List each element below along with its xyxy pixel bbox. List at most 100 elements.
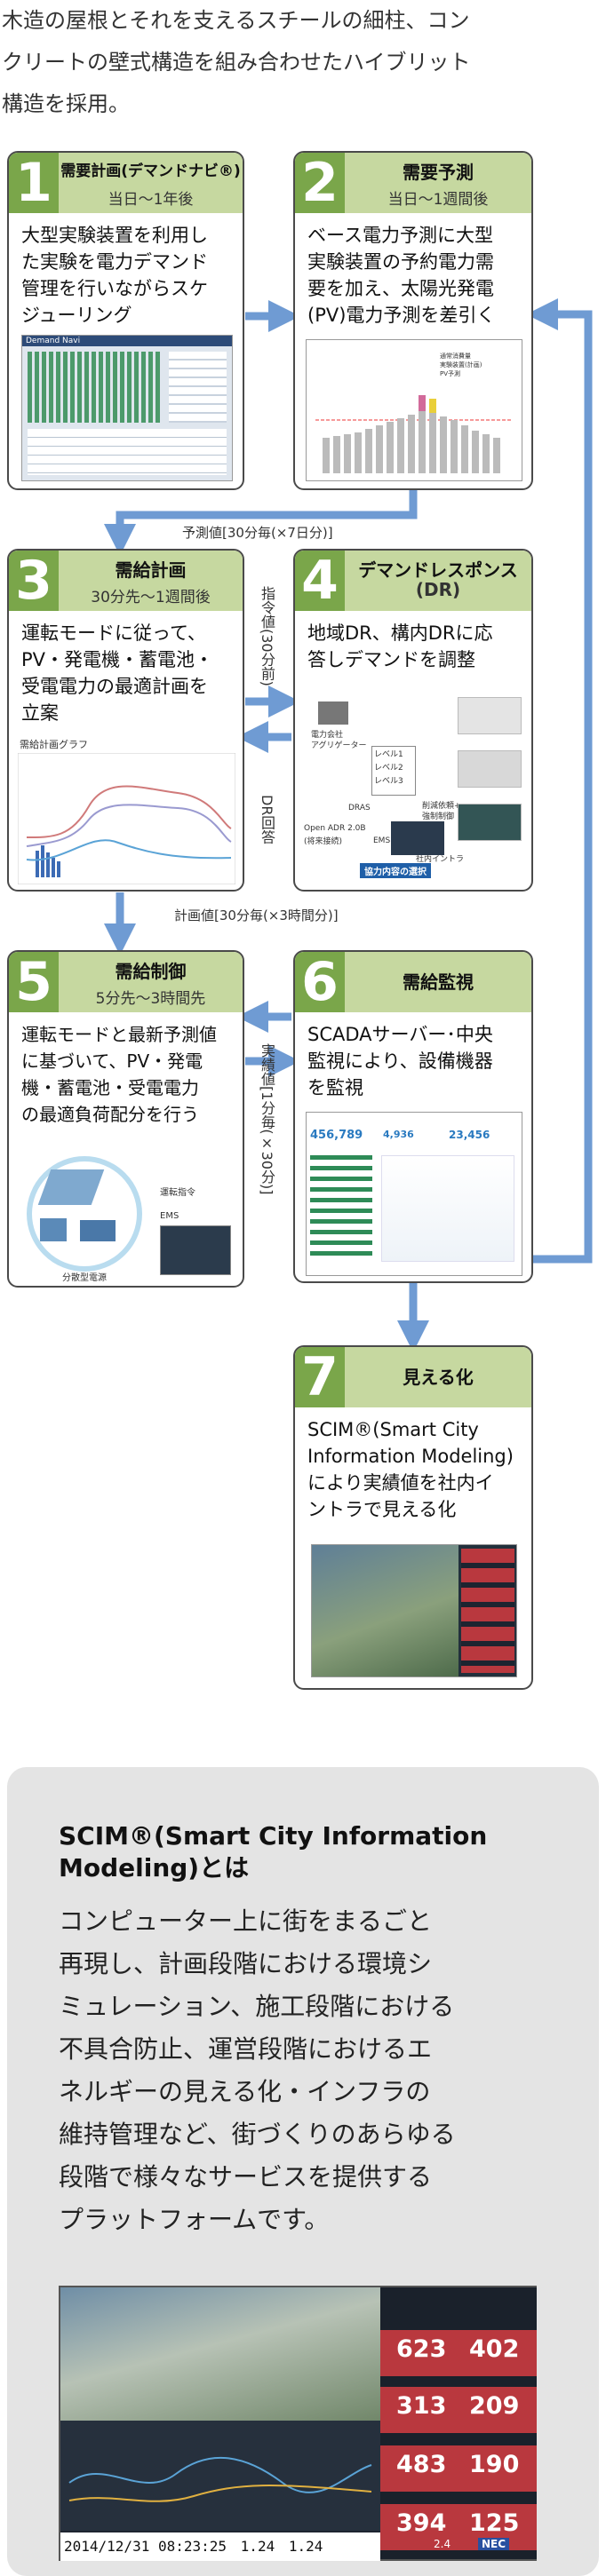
metric-value: 394 xyxy=(396,2509,446,2537)
bar-area xyxy=(28,352,161,423)
metrics-panel xyxy=(461,1549,514,1673)
step-description: SCADAサーバー･中央 監視により、設備機器 を監視 xyxy=(307,1021,521,1101)
scada-screenshot: 456,789 4,936 23,456 xyxy=(306,1112,522,1276)
step-title: 需給制御 xyxy=(59,957,243,983)
status-bars xyxy=(310,1155,372,1262)
desc-line: 実験装置の予約電力需 xyxy=(307,249,521,275)
forecast-chart: 通常消費量 実験装置(計画) PV予測 xyxy=(307,340,522,481)
desc-line: ントラで見える化 xyxy=(307,1496,521,1523)
metric-value: 190 xyxy=(469,2451,519,2478)
diagram-label: (将来接続) xyxy=(304,835,342,846)
trend-area xyxy=(381,1155,514,1262)
desc-line: ベース電力予測に大型 xyxy=(307,222,521,249)
metric-value: 456,789 xyxy=(310,1129,363,1142)
desc-line: た実験を電力デマンド xyxy=(21,249,232,275)
diagram-label: 運転指令 xyxy=(160,1185,195,1198)
desc-line: 立案 xyxy=(21,700,232,726)
step-number: 6 xyxy=(295,952,345,1012)
step-title: 見える化 xyxy=(345,1363,531,1389)
side-table xyxy=(169,352,227,423)
desc-line: 再現し、計画段階における環境シ xyxy=(59,1943,556,1986)
step-title: 需給監視 xyxy=(345,968,531,994)
desc-line: により実績値を社内イ xyxy=(307,1470,521,1496)
screenshot-title: Demand Navi xyxy=(22,336,232,346)
step-4-card: 4 デマンドレスポンス (DR) 地域DR、構内DRに応 答しデマンドを調整 電… xyxy=(293,549,533,892)
desc-line: ジューリング xyxy=(21,302,232,329)
legend-item: 通常消費量 xyxy=(440,352,471,360)
step-title-line2: (DR) xyxy=(345,579,531,600)
graph-lines xyxy=(60,2421,380,2531)
step-title: 需要計画(デマンドナビ®) xyxy=(59,158,243,180)
desc-line: の最適負荷配分を行う xyxy=(21,1101,232,1128)
diagram-label: EMS xyxy=(160,1211,179,1221)
scim-screenshot xyxy=(311,1544,517,1677)
metric-value: 402 xyxy=(469,2335,519,2363)
equipment-photo xyxy=(458,804,522,841)
legend-item: 実験装置(計画) xyxy=(440,361,482,369)
desc-line: 不具合防止、運営段階におけるエ xyxy=(59,2028,556,2071)
level-item: レベル3 xyxy=(374,775,413,789)
aggregator-building-icon xyxy=(318,701,348,725)
metric-value: 4,936 xyxy=(383,1129,414,1140)
forecast-chart-screenshot: 通常消費量 実験装置(計画) PV予測 xyxy=(306,339,522,481)
step-7-card: 7 見える化 SCIM®(Smart City Information Mode… xyxy=(293,1345,533,1690)
status-bar: 2014/12/31 08:23:25 1.24 1.24 xyxy=(60,2532,380,2561)
distributed-power-diagram: 分散型電源 運転指令 EMS xyxy=(27,1147,235,1280)
dr-diagram: 電力会社 アグリゲーター Open ADR 2.0B (将来接続) DRAS E… xyxy=(302,684,526,884)
step-period: 当日〜1年後 xyxy=(59,186,243,209)
level-item: レベル2 xyxy=(374,762,413,775)
step-6-card: 6 需給監視 SCADAサーバー･中央 監視により、設備機器 を監視 456,7… xyxy=(293,950,533,1283)
desc-line: 大型実験装置を利用し xyxy=(21,222,232,249)
step-number: 1 xyxy=(9,153,59,213)
step-description: 運転モードに従って、 PV・発電機・蓄電池・ 受電電力の最適計画を 立案 xyxy=(21,620,232,726)
diagram-label: 強制制御 xyxy=(422,810,454,821)
cooperation-badge: 協力内容の選択 xyxy=(360,863,431,878)
desc-line: に基づいて、PV・発電 xyxy=(21,1048,232,1074)
desc-line: PV・発電機・蓄電池・ xyxy=(21,646,232,673)
plan-label: 計画値[30分毎(×3時間分)] xyxy=(174,906,339,924)
desc-line: 地域DR、構内DRに応 xyxy=(307,620,521,646)
metric-value: 209 xyxy=(469,2392,519,2420)
step-number: 4 xyxy=(295,551,345,611)
step-period: 30分先〜1週間後 xyxy=(59,584,243,606)
diagram-label: アグリゲーター xyxy=(311,739,367,750)
city-3d-view xyxy=(60,2287,380,2421)
metrics-panel: 623 402 313 209 483 190 394 125 xyxy=(380,2287,537,2559)
scim-description: コンピューター上に街をまるごと 再現し、計画段階における環境シ ミュレーション、… xyxy=(59,1900,556,2241)
desc-line: ミュレーション、施工段階における xyxy=(59,1986,556,2028)
desc-line: 運転モードと最新予測値 xyxy=(21,1021,232,1048)
metric-value: 313 xyxy=(396,2392,446,2420)
desc-line: コンピューター上に街をまるごと xyxy=(59,1900,556,1943)
forecast-label: 予測値[30分毎(×7日分)] xyxy=(182,523,333,542)
desc-line: 監視により、設備機器 xyxy=(307,1048,521,1074)
step-description: SCIM®(Smart City Information Modeling) に… xyxy=(307,1416,521,1523)
battery-icon xyxy=(80,1220,116,1241)
desc-line: (PV)電力予測を差引く xyxy=(307,302,521,329)
ems-screen xyxy=(160,1225,231,1275)
level-item: レベル1 xyxy=(374,749,413,762)
desc-line: 答しデマンドを調整 xyxy=(307,646,521,673)
metric-value: 623 xyxy=(396,2335,446,2363)
schedule-grid xyxy=(28,429,227,475)
step-number: 5 xyxy=(9,952,59,1012)
metric-value: 125 xyxy=(469,2509,519,2537)
supply-plan-chart xyxy=(18,753,235,884)
chart-title: 需給計画グラフ xyxy=(20,737,88,751)
step-description: 大型実験装置を利用し た実験を電力デマンド 管理を行いながらスケ ジューリング xyxy=(21,222,232,329)
step-1-card: 1 需要計画(デマンドナビ®) 当日〜1年後 大型実験装置を利用し た実験を電力… xyxy=(7,151,244,490)
metric-value: 23,456 xyxy=(449,1129,490,1141)
scim-dashboard-screenshot: 623 402 313 209 483 190 394 125 2014/12/… xyxy=(59,2286,537,2561)
actual-label: 実績値[1分毎(×30分)] xyxy=(258,1043,275,1195)
desc-line: プラットフォームです。 xyxy=(59,2199,556,2241)
desc-line: 管理を行いながらスケ xyxy=(21,275,232,302)
legend-item: PV予測 xyxy=(440,369,460,377)
step-period: 当日〜1週間後 xyxy=(345,186,531,209)
diagram-label: Open ADR 2.0B xyxy=(304,824,366,833)
nec-logo: NEC xyxy=(478,2538,509,2550)
title-line: Modeling)とは xyxy=(59,1852,556,1884)
arrow-6-2 xyxy=(533,314,588,1259)
desc-line: SCIM®(Smart City xyxy=(307,1416,521,1443)
step-number: 7 xyxy=(295,1347,345,1407)
diagram-label: DRAS xyxy=(348,804,371,812)
footer-value: 1.24 xyxy=(241,2538,275,2555)
